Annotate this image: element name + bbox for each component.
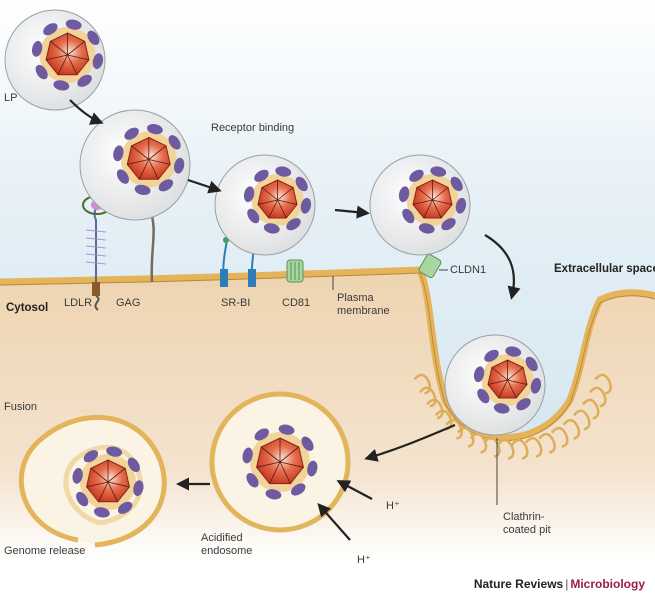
label-srbi: SR-BI (221, 297, 250, 310)
credit-separator: | (565, 577, 568, 591)
virion-lp (5, 10, 105, 110)
cd81-receptor (287, 260, 303, 282)
virion-clathrin-pit (445, 335, 545, 435)
label-plasma-membrane-line2: membrane (337, 305, 390, 318)
label-lp: LP (4, 92, 17, 105)
label-extracellular-space: Extracellular space (554, 263, 655, 276)
label-acidified-endosome-line2: endosome (201, 545, 252, 558)
label-gag: GAG (116, 297, 140, 310)
virion-srbi-bound (215, 155, 315, 255)
label-receptor-binding: Receptor binding (211, 122, 294, 135)
virion-cldn1-bound (370, 155, 470, 255)
label-h-plus-1: H⁺ (386, 500, 400, 513)
label-cytosol: Cytosol (6, 302, 48, 315)
virion-receptor-binding (80, 110, 190, 220)
label-clathrin-line2: coated pit (503, 524, 551, 537)
label-cd81: CD81 (282, 297, 310, 310)
label-fusion: Fusion (4, 401, 37, 414)
label-clathrin-line1: Clathrin- (503, 511, 545, 524)
label-acidified-endosome-line1: Acidified (201, 532, 243, 545)
label-cldn1: CLDN1 (450, 264, 486, 277)
publisher-name: Nature Reviews (474, 577, 563, 591)
label-genome-release: Genome release (4, 545, 85, 558)
journal-credit: Nature Reviews|Microbiology (474, 577, 645, 591)
label-plasma-membrane-line1: Plasma (337, 292, 374, 305)
label-h-plus-2: H⁺ (357, 554, 371, 567)
label-ldlr: LDLR (64, 297, 92, 310)
journal-name: Microbiology (570, 577, 645, 591)
